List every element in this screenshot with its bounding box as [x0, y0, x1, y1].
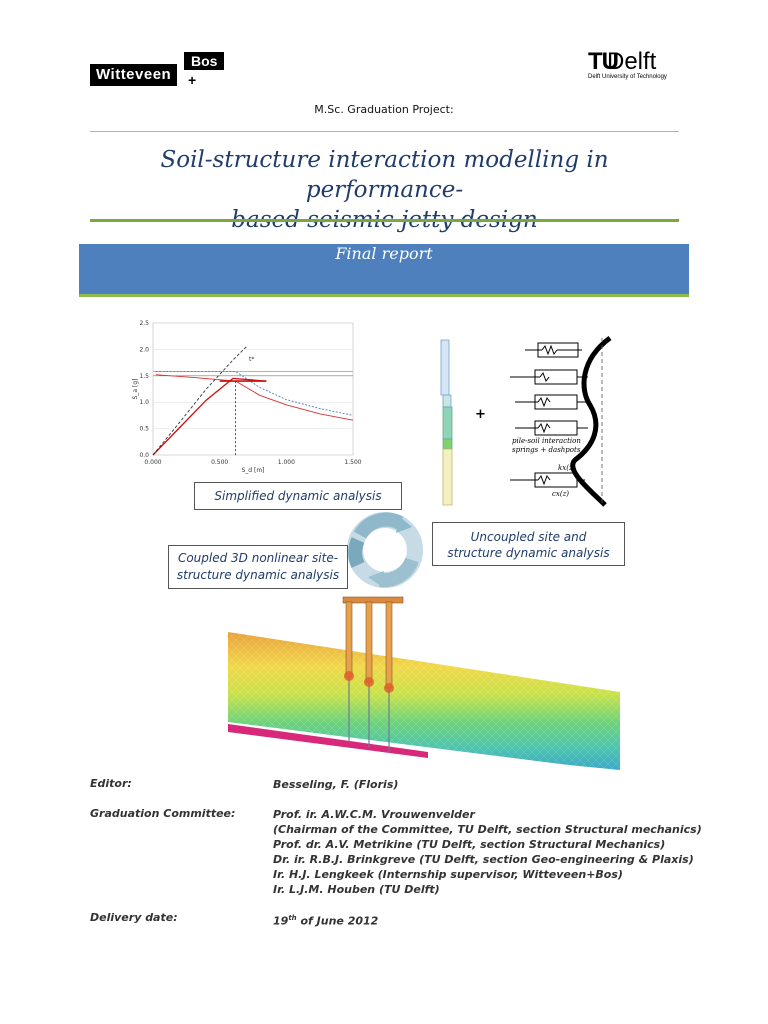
witteveen-bos-logo: Witteveen Bos +	[90, 52, 230, 88]
coupled-label-1: Coupled 3D nonlinear site-	[177, 551, 339, 565]
pile-soil-schematic: + pile-soil interaction springs + dashpo…	[440, 335, 612, 507]
soil-base-layer	[228, 724, 428, 758]
witteveen-logo-text: Witteveen	[90, 64, 178, 86]
pile-bottom-segment	[442, 448, 453, 506]
editor-label: Editor:	[90, 777, 132, 790]
interaction-label-2: springs + dashpots	[512, 446, 581, 454]
plus-sign: +	[475, 407, 486, 422]
interaction-label-1: pile-soil interaction	[512, 437, 581, 445]
title-line-1: Soil-structure interaction modelling in …	[160, 147, 609, 203]
green-divider	[90, 219, 679, 222]
pile-top-segment	[440, 339, 450, 396]
page-title: Soil-structure interaction modelling in …	[90, 145, 679, 235]
logo-plus: +	[188, 72, 197, 88]
soil-cutout	[228, 722, 608, 770]
delivery-suffix: th	[288, 914, 297, 922]
simplified-analysis-box: Simplified dynamic analysis	[194, 482, 402, 510]
y-tick-label: 0.0	[139, 452, 149, 459]
chart-annotation: t*	[249, 356, 254, 363]
y-tick-label: 2.0	[139, 346, 149, 353]
delivery-day: 19	[273, 914, 289, 928]
delivery-label: Delivery date:	[90, 911, 178, 924]
delivery-rest: of June 2012	[296, 914, 379, 928]
committee-list: Prof. ir. A.W.C.M. Vrouwenvelder (Chairm…	[273, 807, 702, 897]
spring-row	[510, 369, 588, 385]
project-label: M.Sc. Graduation Project:	[314, 103, 454, 116]
uncoupled-label-1: Uncoupled site and	[470, 530, 587, 544]
spectrum-chart: 0.0 0.5 1.0 1.5 2.0 2.5 0.000 0.500 1.000 1.500 t*…	[132, 320, 362, 474]
pile-bend-segment	[442, 394, 452, 408]
pile-middle-segment	[442, 406, 453, 440]
y-tick-label: 1.5	[139, 373, 149, 380]
x-tick-label: 0.000	[144, 459, 161, 466]
series-line	[155, 371, 354, 416]
tudelft-logo-mark: TU	[588, 48, 619, 75]
cx-label: cx(z)	[552, 490, 569, 498]
y-tick-label: 2.5	[139, 320, 149, 327]
spring-row	[515, 394, 590, 410]
uncoupled-label-2: structure dynamic analysis	[447, 546, 610, 560]
final-report-banner: Final report	[79, 244, 689, 297]
series-line	[152, 346, 247, 456]
coupled-label-2: structure dynamic analysis	[176, 568, 340, 582]
simplified-analysis-label: Simplified dynamic analysis	[214, 489, 382, 503]
y-tick-label: 1.0	[139, 399, 149, 406]
committee-member: Ir. L.J.M. Houben (TU Delft)	[273, 883, 440, 896]
soil-3d-model	[228, 596, 620, 770]
committee-member: Dr. ir. R.B.J. Brinkgreve (TU Delft, sec…	[273, 853, 694, 866]
spring-row	[510, 472, 585, 488]
chart-frame	[152, 322, 354, 456]
x-axis-label: S_d [m]	[241, 467, 264, 474]
committee-member: Prof. ir. A.W.C.M. Vrouwenvelder	[273, 808, 475, 821]
delivery-date: 19th of June 2012	[273, 911, 378, 929]
uncoupled-analysis-box: Uncoupled site and structure dynamic ana…	[432, 522, 625, 566]
spring-row	[525, 342, 582, 358]
series-line	[155, 374, 354, 421]
committee-member: Ir. H.J. Lengkeek (Internship supervisor…	[273, 868, 623, 881]
committee-member: Prof. dr. A.V. Metrikine (TU Delft, sect…	[273, 838, 666, 851]
series-line	[152, 377, 267, 456]
tudelft-logo: TU Delft Delft University of Technology	[588, 40, 688, 82]
banner-text: Final report	[335, 244, 433, 263]
spring-row	[515, 420, 588, 436]
bos-logo-text: Bos	[184, 52, 225, 70]
y-tick-label: 0.5	[139, 426, 149, 433]
editor-value: Besseling, F. (Floris)	[273, 778, 399, 791]
committee-label: Graduation Committee:	[90, 807, 236, 820]
x-tick-label: 1.000	[278, 459, 295, 466]
top-divider	[90, 131, 679, 132]
x-tick-label: 0.500	[211, 459, 228, 466]
coupled-analysis-box: Coupled 3D nonlinear site- structure dyn…	[168, 545, 348, 589]
spring-dashpot-rows	[510, 342, 590, 488]
kx-label: kx(z)	[558, 464, 576, 472]
tudelft-logo-name: Delft	[607, 48, 657, 75]
jetty-structure	[342, 596, 404, 752]
cycle-arrows-icon	[347, 512, 423, 588]
x-tick-label: 1.500	[344, 459, 361, 466]
pile-green-segment	[442, 438, 453, 450]
y-axis-label: S_a [g]	[132, 379, 139, 400]
committee-member-note: (Chairman of the Committee, TU Delft, se…	[273, 823, 702, 836]
tudelft-logo-subtitle: Delft University of Technology	[588, 74, 667, 80]
